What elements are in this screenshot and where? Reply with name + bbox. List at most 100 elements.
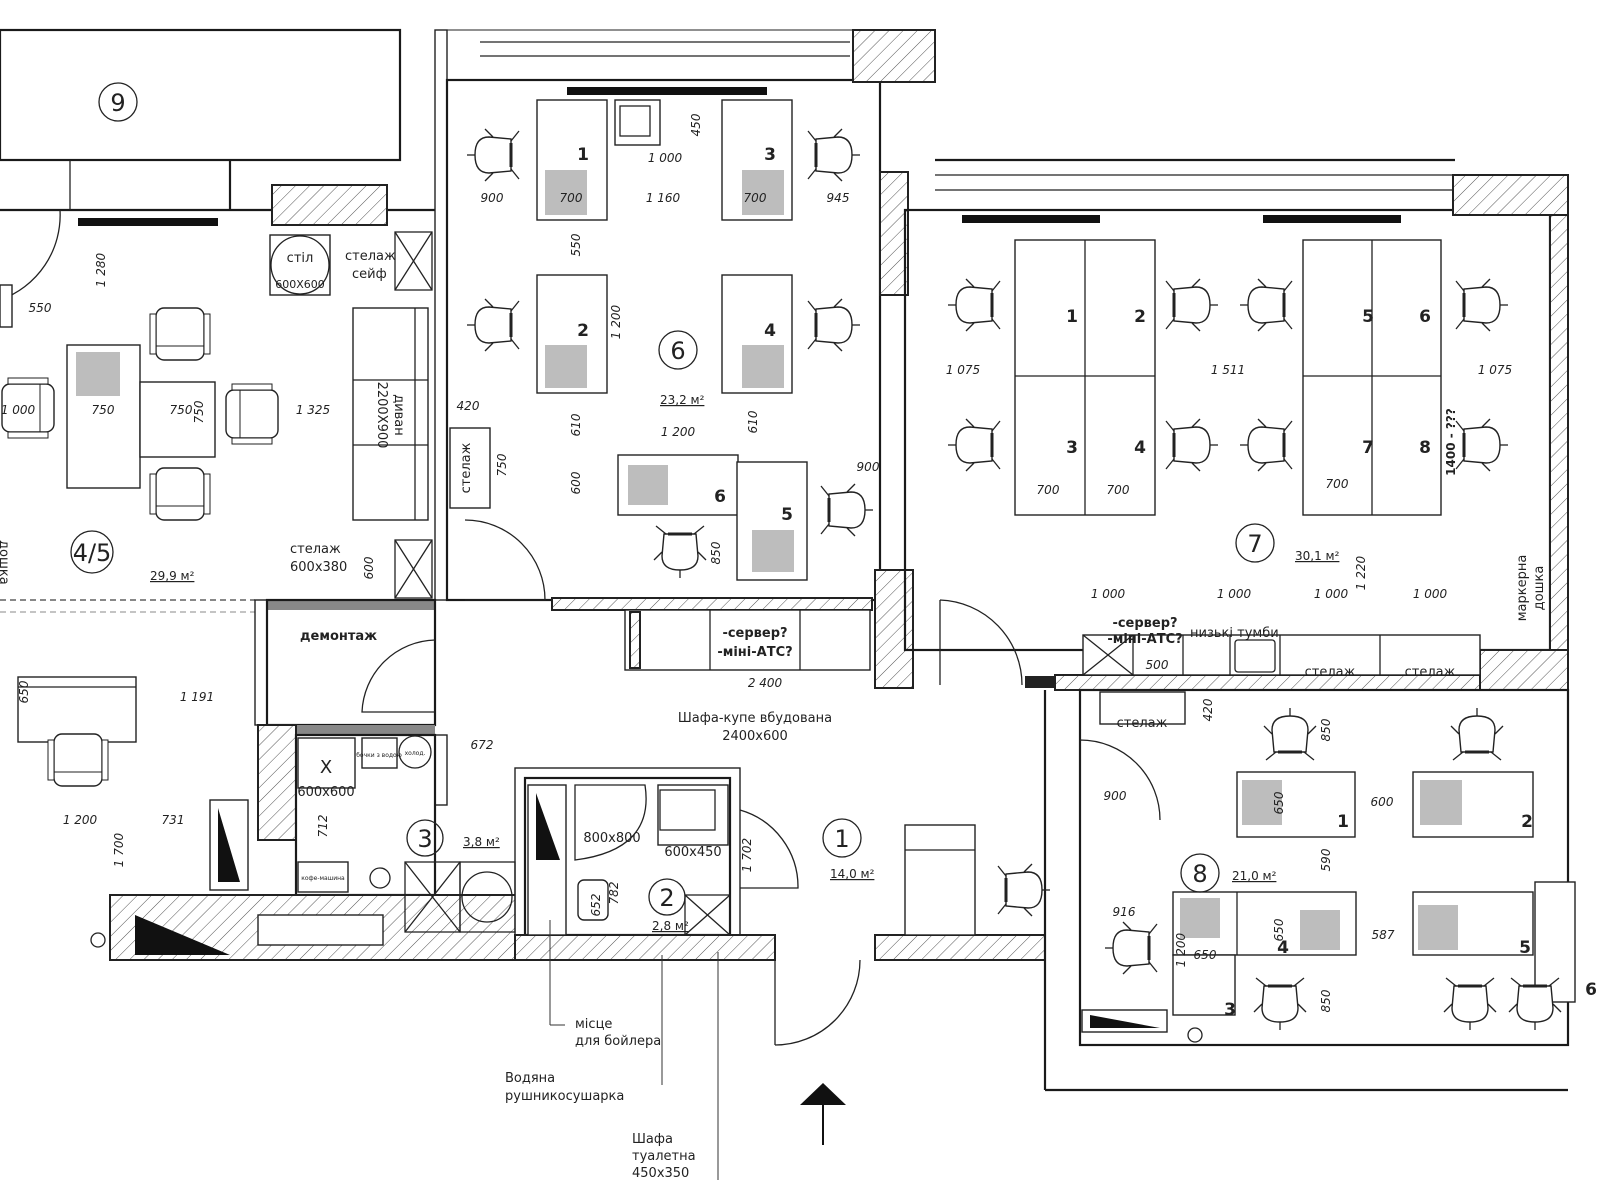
label: туалетна <box>632 1149 696 1164</box>
label: сейф <box>352 267 387 282</box>
label: 2400x600 <box>722 729 788 744</box>
dimension-label: 750 <box>170 403 193 417</box>
dimension-label: 850 <box>1319 718 1333 741</box>
dimension-label: 1 000 <box>1314 587 1349 601</box>
desk-number: 1 <box>1337 812 1349 832</box>
label: бочки з водою <box>356 752 402 759</box>
dimension-label: 1 075 <box>946 363 980 377</box>
dimension-label: 650 <box>1194 948 1217 962</box>
room-8-marker: 8 <box>1180 853 1220 893</box>
furniture <box>0 87 1576 1180</box>
desk-number: 3 <box>764 145 776 165</box>
desk-number: 5 <box>1362 307 1374 327</box>
label: диван <box>391 394 406 436</box>
desk-number: 2 <box>577 321 589 341</box>
desk-number: 1 <box>577 145 589 165</box>
label: -сервер? <box>722 626 787 641</box>
dimension-label: 700 <box>744 191 767 205</box>
dimension-label: 1 700 <box>112 832 126 867</box>
dimension-label: 850 <box>709 541 723 564</box>
label: -міні-АТС? <box>717 645 792 660</box>
dimension-label: 1 220 <box>1354 555 1368 590</box>
dimension-label: 1 702 <box>740 838 754 872</box>
dimension-label: 1 075 <box>1478 363 1512 377</box>
room-1-area: 14,0 м² <box>830 867 875 881</box>
dimension-label: 1 200 <box>609 304 623 339</box>
label: для бойлера <box>575 1034 661 1049</box>
label: Шафа-купе вбудована <box>678 711 832 726</box>
dimension-label: 1 000 <box>1413 587 1448 601</box>
label: 600X600 <box>275 278 325 291</box>
desk-numbers: 1 2 3 4 5 6 1 2 3 4 5 6 7 8 1 2 3 4 5 6 <box>577 145 1597 1020</box>
dimension-label: 610 <box>569 413 583 436</box>
label: дошка <box>0 540 11 585</box>
desk-number: 4 <box>1277 938 1289 958</box>
label: 2200X900 <box>374 382 389 449</box>
dimension-label: 900 <box>857 460 880 474</box>
dimension-label: 550 <box>29 301 52 315</box>
svg-text:9: 9 <box>110 89 125 117</box>
dimension-label: 900 <box>1104 789 1127 803</box>
dimension-label: 420 <box>457 399 480 413</box>
room-2-area: 2,8 м² <box>652 919 689 933</box>
annotations: стелаж сейф стіл 600X600 диван 2200X900 … <box>0 249 1547 1181</box>
desk-number: 5 <box>1519 938 1531 958</box>
room-3-area: 3,8 м² <box>463 835 500 849</box>
dimension-label: 672 <box>471 738 494 752</box>
label: стелаж <box>459 442 474 493</box>
label: X <box>320 757 332 778</box>
room-8-area: 21,0 м² <box>1232 869 1277 883</box>
dimension-label: 1 000 <box>1217 587 1252 601</box>
dimension-label: 2 400 <box>748 676 783 690</box>
desk-number: 6 <box>1419 307 1431 327</box>
room-6-area: 23,2 м² <box>660 393 705 407</box>
label: Водяна <box>505 1071 555 1086</box>
dimension-label: 590 <box>1319 848 1333 871</box>
dimension-label: 650 <box>17 680 31 703</box>
dimension-label: 600 <box>1371 795 1394 809</box>
desk-number: 4 <box>1134 438 1146 458</box>
dimension-label: 420 <box>1201 698 1215 721</box>
dimension-label: 900 <box>481 191 504 205</box>
label: дошка <box>1532 566 1547 611</box>
dimension-label: 450 <box>689 113 703 136</box>
label: 600x380 <box>290 560 347 575</box>
label: стелаж <box>290 542 341 557</box>
dimension-label: 916 <box>1113 905 1136 919</box>
dimension-label: 1 160 <box>646 191 681 205</box>
dimension-label: 610 <box>746 410 760 433</box>
svg-text:4/5: 4/5 <box>73 539 112 567</box>
dimension-label: 731 <box>162 813 185 827</box>
dimension-label: 1 325 <box>296 403 330 417</box>
dimension-label: 700 <box>1107 483 1130 497</box>
dimension-label: 850 <box>1319 989 1333 1012</box>
dimension-label: 652 <box>589 894 603 917</box>
room-3-marker: 3 <box>406 819 444 857</box>
svg-text:1: 1 <box>834 825 849 853</box>
room-markers: 9 4/5 29,9 м² 6 23,2 м² 7 30,1 м² 3 3,8 … <box>70 82 1340 933</box>
dimension-label: 700 <box>560 191 583 205</box>
dimension-label: 1 200 <box>661 425 696 439</box>
label: низькі тумби <box>1190 626 1279 641</box>
dimension-label: 782 <box>607 882 621 905</box>
label: холод. <box>405 750 426 757</box>
dimension-label: 750 <box>495 453 509 476</box>
dimension-label: 600 <box>569 471 583 494</box>
dimension-label: 500 <box>1146 658 1169 672</box>
dimension-label: 945 <box>827 191 850 205</box>
label: стелаж <box>1305 665 1356 680</box>
svg-text:2: 2 <box>659 884 674 912</box>
label: 800x800 <box>583 831 640 846</box>
label: 600x600 <box>297 785 354 800</box>
svg-text:8: 8 <box>1192 860 1207 888</box>
label: рушникосушарка <box>505 1089 624 1104</box>
svg-text:7: 7 <box>1247 530 1262 558</box>
dimension-label: 1 200 <box>1174 932 1188 967</box>
svg-text:3: 3 <box>417 825 432 853</box>
desk-number: 6 <box>1585 980 1597 1000</box>
svg-text:6: 6 <box>670 337 685 365</box>
dimension-label: 700 <box>1037 483 1060 497</box>
room-9-marker: 9 <box>98 82 138 122</box>
dimension-label: 750 <box>192 400 206 423</box>
